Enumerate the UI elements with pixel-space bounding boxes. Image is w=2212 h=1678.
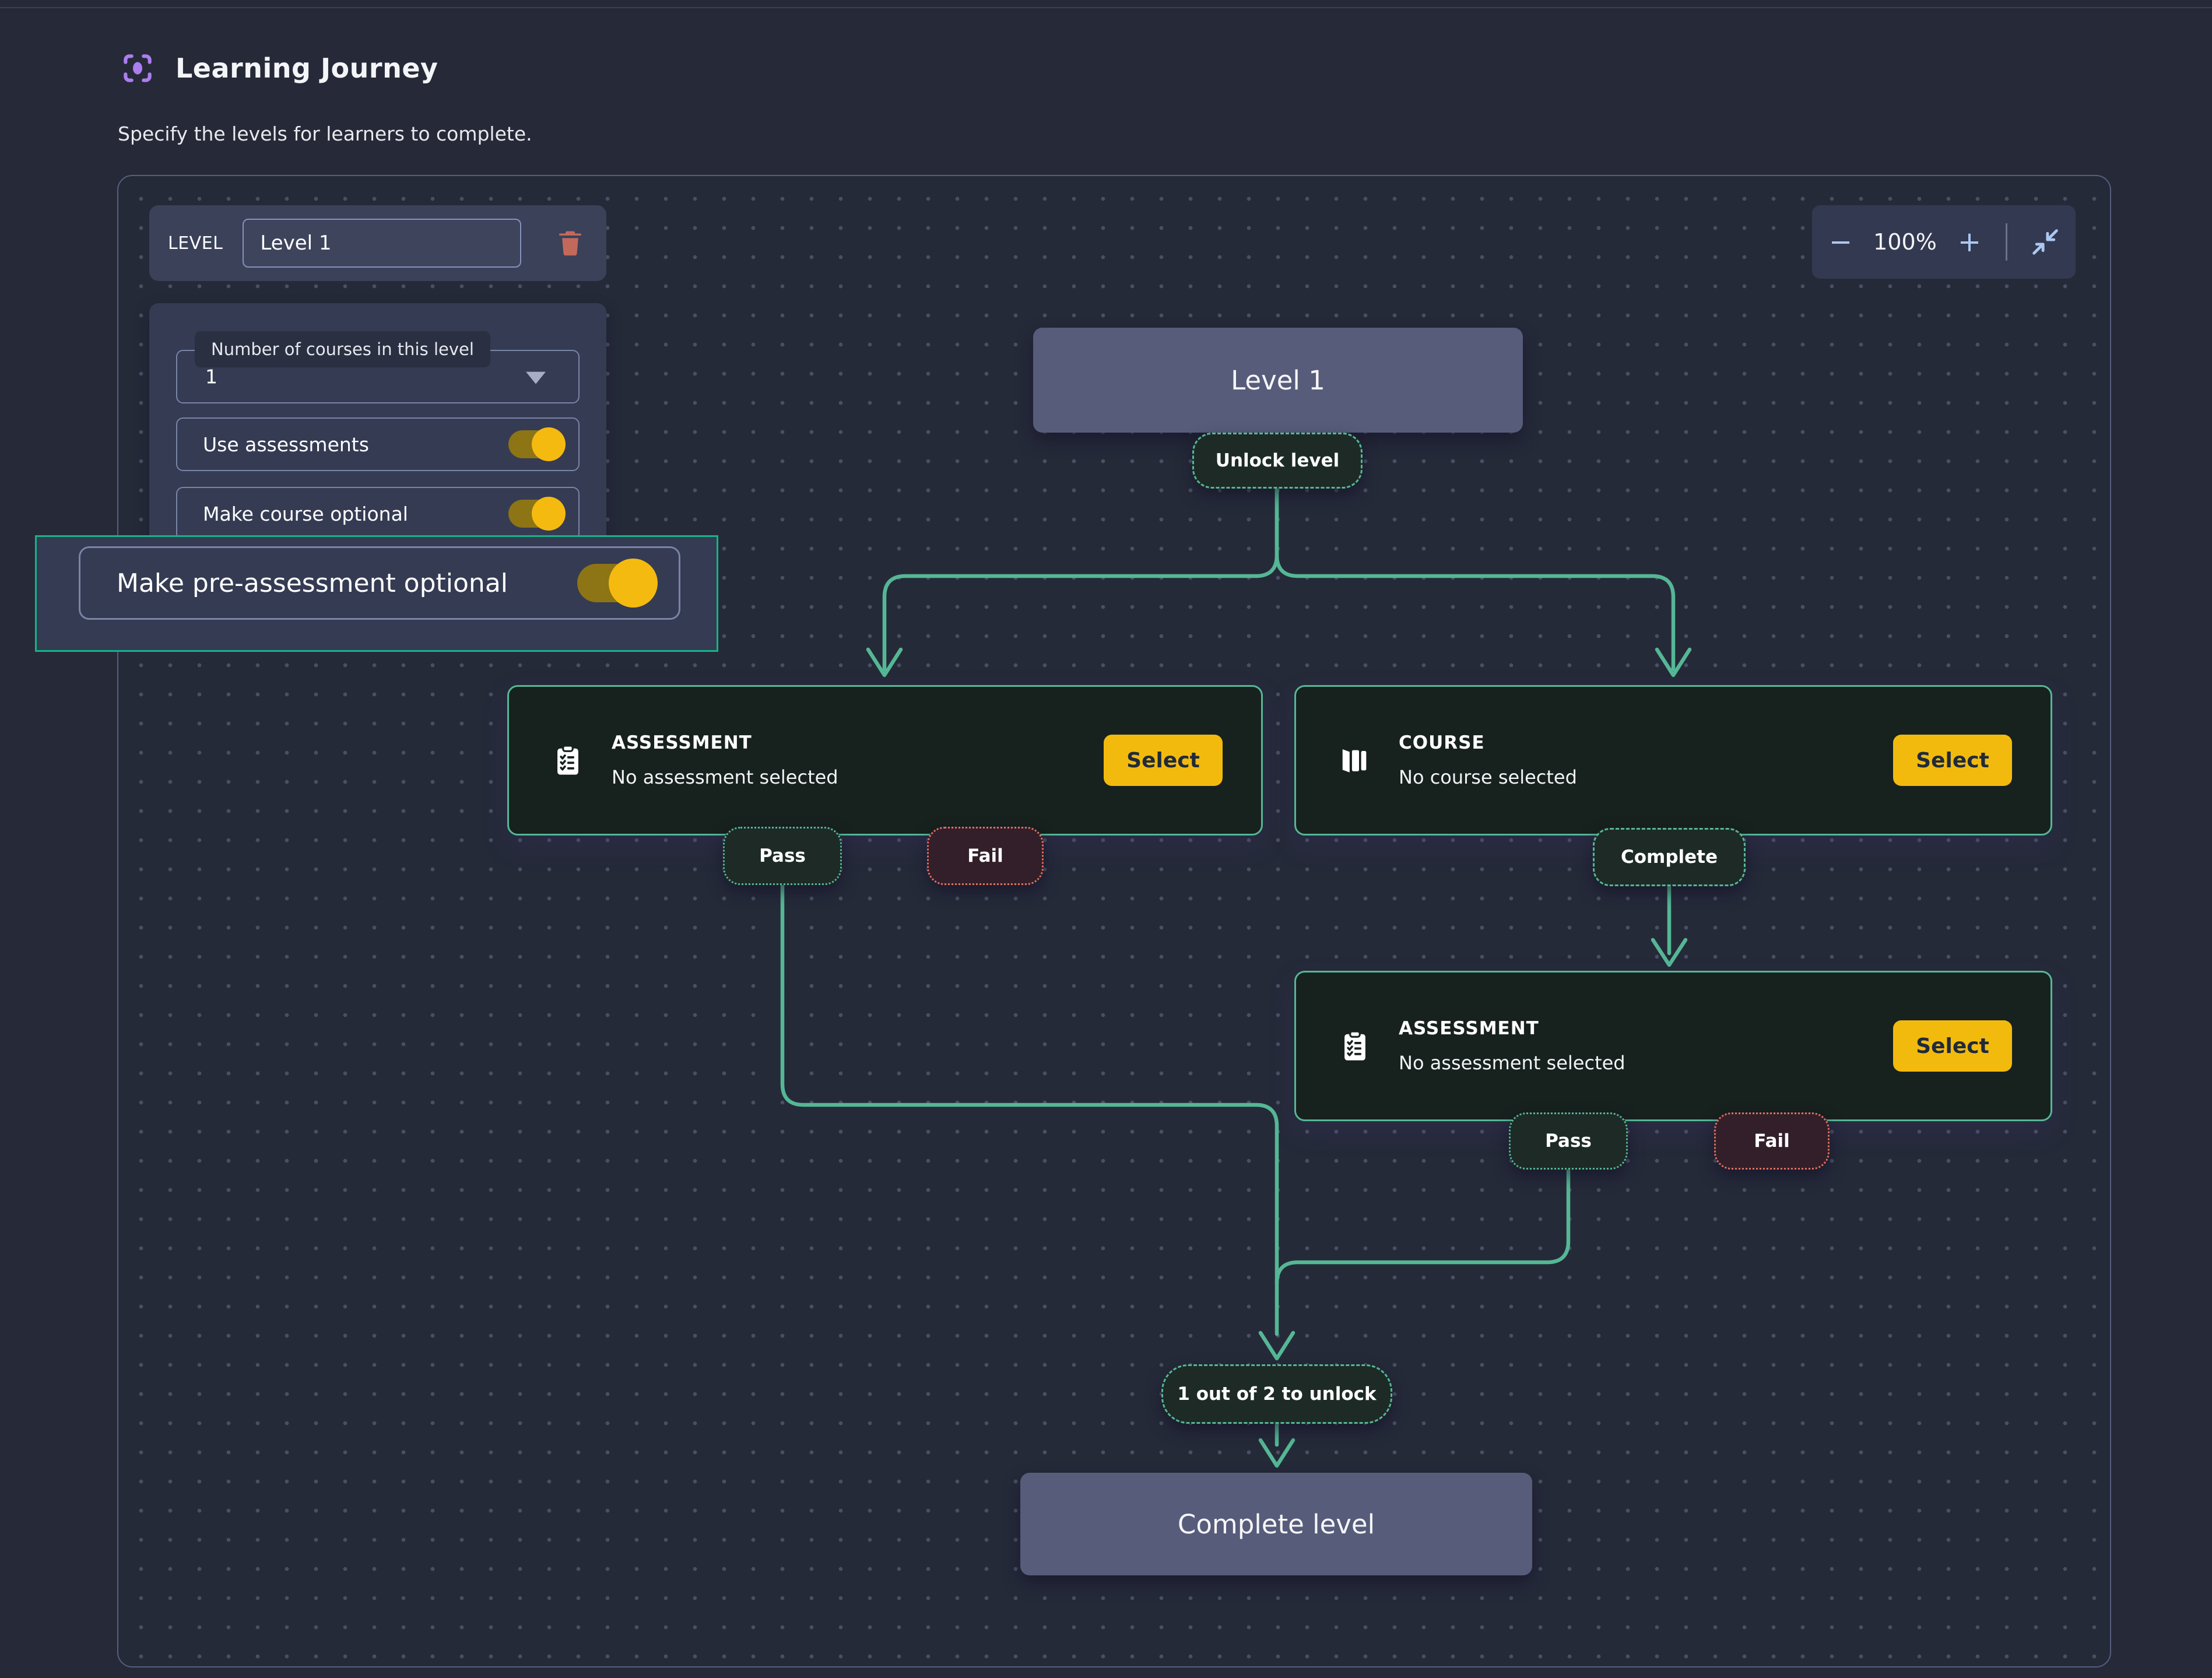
level-options-panel: Number of courses in this level 1 Use as… — [149, 303, 606, 559]
course-optional-label: Make course optional — [203, 502, 408, 525]
scan-target-icon — [120, 50, 156, 86]
course-optional-row: Make course optional — [176, 487, 580, 540]
zoom-in-button[interactable]: + — [1954, 228, 1985, 256]
use-assessments-label: Use assessments — [203, 433, 369, 456]
fit-view-button[interactable] — [2028, 225, 2062, 259]
level-bar: LEVEL — [149, 205, 606, 281]
course-card[interactable]: COURSE No course selected Select — [1294, 685, 2052, 836]
toggle-knob — [532, 427, 566, 461]
chevron-down-icon — [526, 371, 546, 384]
page-header: Learning Journey — [120, 50, 438, 86]
card-subtitle: No assessment selected — [612, 766, 838, 788]
card-title: ASSESSMENT — [1399, 1018, 1539, 1039]
page-title: Learning Journey — [175, 52, 438, 84]
level-name-input[interactable] — [243, 219, 522, 268]
fail-pill[interactable]: Fail — [1714, 1112, 1830, 1170]
clipboard-check-icon — [551, 743, 585, 777]
toolbar-divider — [2006, 223, 2008, 261]
course-count-label: Number of courses in this level — [195, 331, 490, 367]
use-assessments-row: Use assessments — [176, 417, 580, 471]
delete-level-button[interactable] — [555, 227, 585, 259]
fail-pill[interactable]: Fail — [927, 827, 1044, 885]
use-assessments-toggle[interactable] — [508, 427, 566, 461]
zoom-toolbar: − 100% + — [1812, 205, 2076, 279]
level-label: LEVEL — [168, 233, 223, 254]
card-subtitle: No assessment selected — [1399, 1052, 1625, 1074]
complete-pill[interactable]: Complete — [1593, 828, 1746, 886]
card-text: COURSE No course selected — [1399, 732, 1577, 788]
page-subtitle: Specify the levels for learners to compl… — [118, 122, 532, 145]
select-course-button[interactable]: Select — [1893, 735, 2012, 786]
trash-icon — [559, 231, 582, 256]
card-text: ASSESSMENT No assessment selected — [1399, 1018, 1625, 1074]
card-title: ASSESSMENT — [612, 732, 752, 753]
select-assessment-button[interactable]: Select — [1104, 735, 1223, 786]
pass-pill[interactable]: Pass — [723, 827, 842, 885]
assessment-card-1[interactable]: ASSESSMENT No assessment selected Select — [507, 685, 1263, 836]
course-count-dropdown[interactable]: Number of courses in this level 1 — [176, 331, 580, 403]
card-text: ASSESSMENT No assessment selected — [612, 732, 838, 788]
course-count-value: 1 — [205, 365, 217, 388]
unlock-level-pill[interactable]: Unlock level — [1192, 433, 1363, 489]
card-title: COURSE — [1399, 732, 1485, 753]
collapse-arrows-icon — [2032, 229, 2058, 255]
course-optional-toggle[interactable] — [508, 497, 566, 531]
complete-level-node[interactable]: Complete level — [1020, 1473, 1532, 1575]
zoom-out-button[interactable]: − — [1825, 228, 1856, 256]
select-assessment-button[interactable]: Select — [1893, 1020, 2012, 1072]
pre-assessment-optional-label: Make pre-assessment optional — [117, 568, 508, 598]
clipboard-check-icon — [1338, 1029, 1372, 1063]
pass-pill[interactable]: Pass — [1509, 1112, 1628, 1170]
card-subtitle: No course selected — [1399, 766, 1577, 788]
unlock-rule-pill[interactable]: 1 out of 2 to unlock — [1161, 1364, 1392, 1424]
pre-assessment-optional-row: Make pre-assessment optional — [79, 546, 680, 620]
zoom-level: 100% — [1873, 229, 1937, 255]
toggle-knob — [609, 559, 658, 608]
level-start-node[interactable]: Level 1 — [1033, 328, 1523, 433]
top-divider — [0, 7, 2212, 8]
book-icon — [1338, 743, 1372, 777]
pre-assessment-optional-toggle[interactable] — [577, 559, 658, 608]
pre-assessment-highlight-box: Make pre-assessment optional — [35, 535, 718, 652]
assessment-card-2[interactable]: ASSESSMENT No assessment selected Select — [1294, 971, 2052, 1121]
toggle-knob — [532, 497, 566, 531]
